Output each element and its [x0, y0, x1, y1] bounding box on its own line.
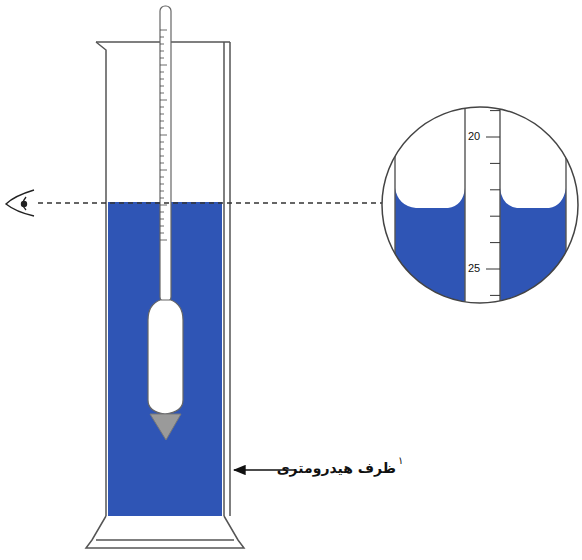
magnified-view — [380, 100, 580, 310]
hydrometer — [148, 6, 183, 440]
sight-line — [38, 202, 384, 204]
scale-number: 25 — [468, 263, 480, 274]
lens-outline — [382, 107, 578, 303]
eye — [6, 190, 34, 216]
footnote-number: ۱ — [398, 456, 403, 466]
part-label: ظرف هیدرومتری — [277, 460, 396, 477]
scale-number: 20 — [468, 131, 480, 142]
